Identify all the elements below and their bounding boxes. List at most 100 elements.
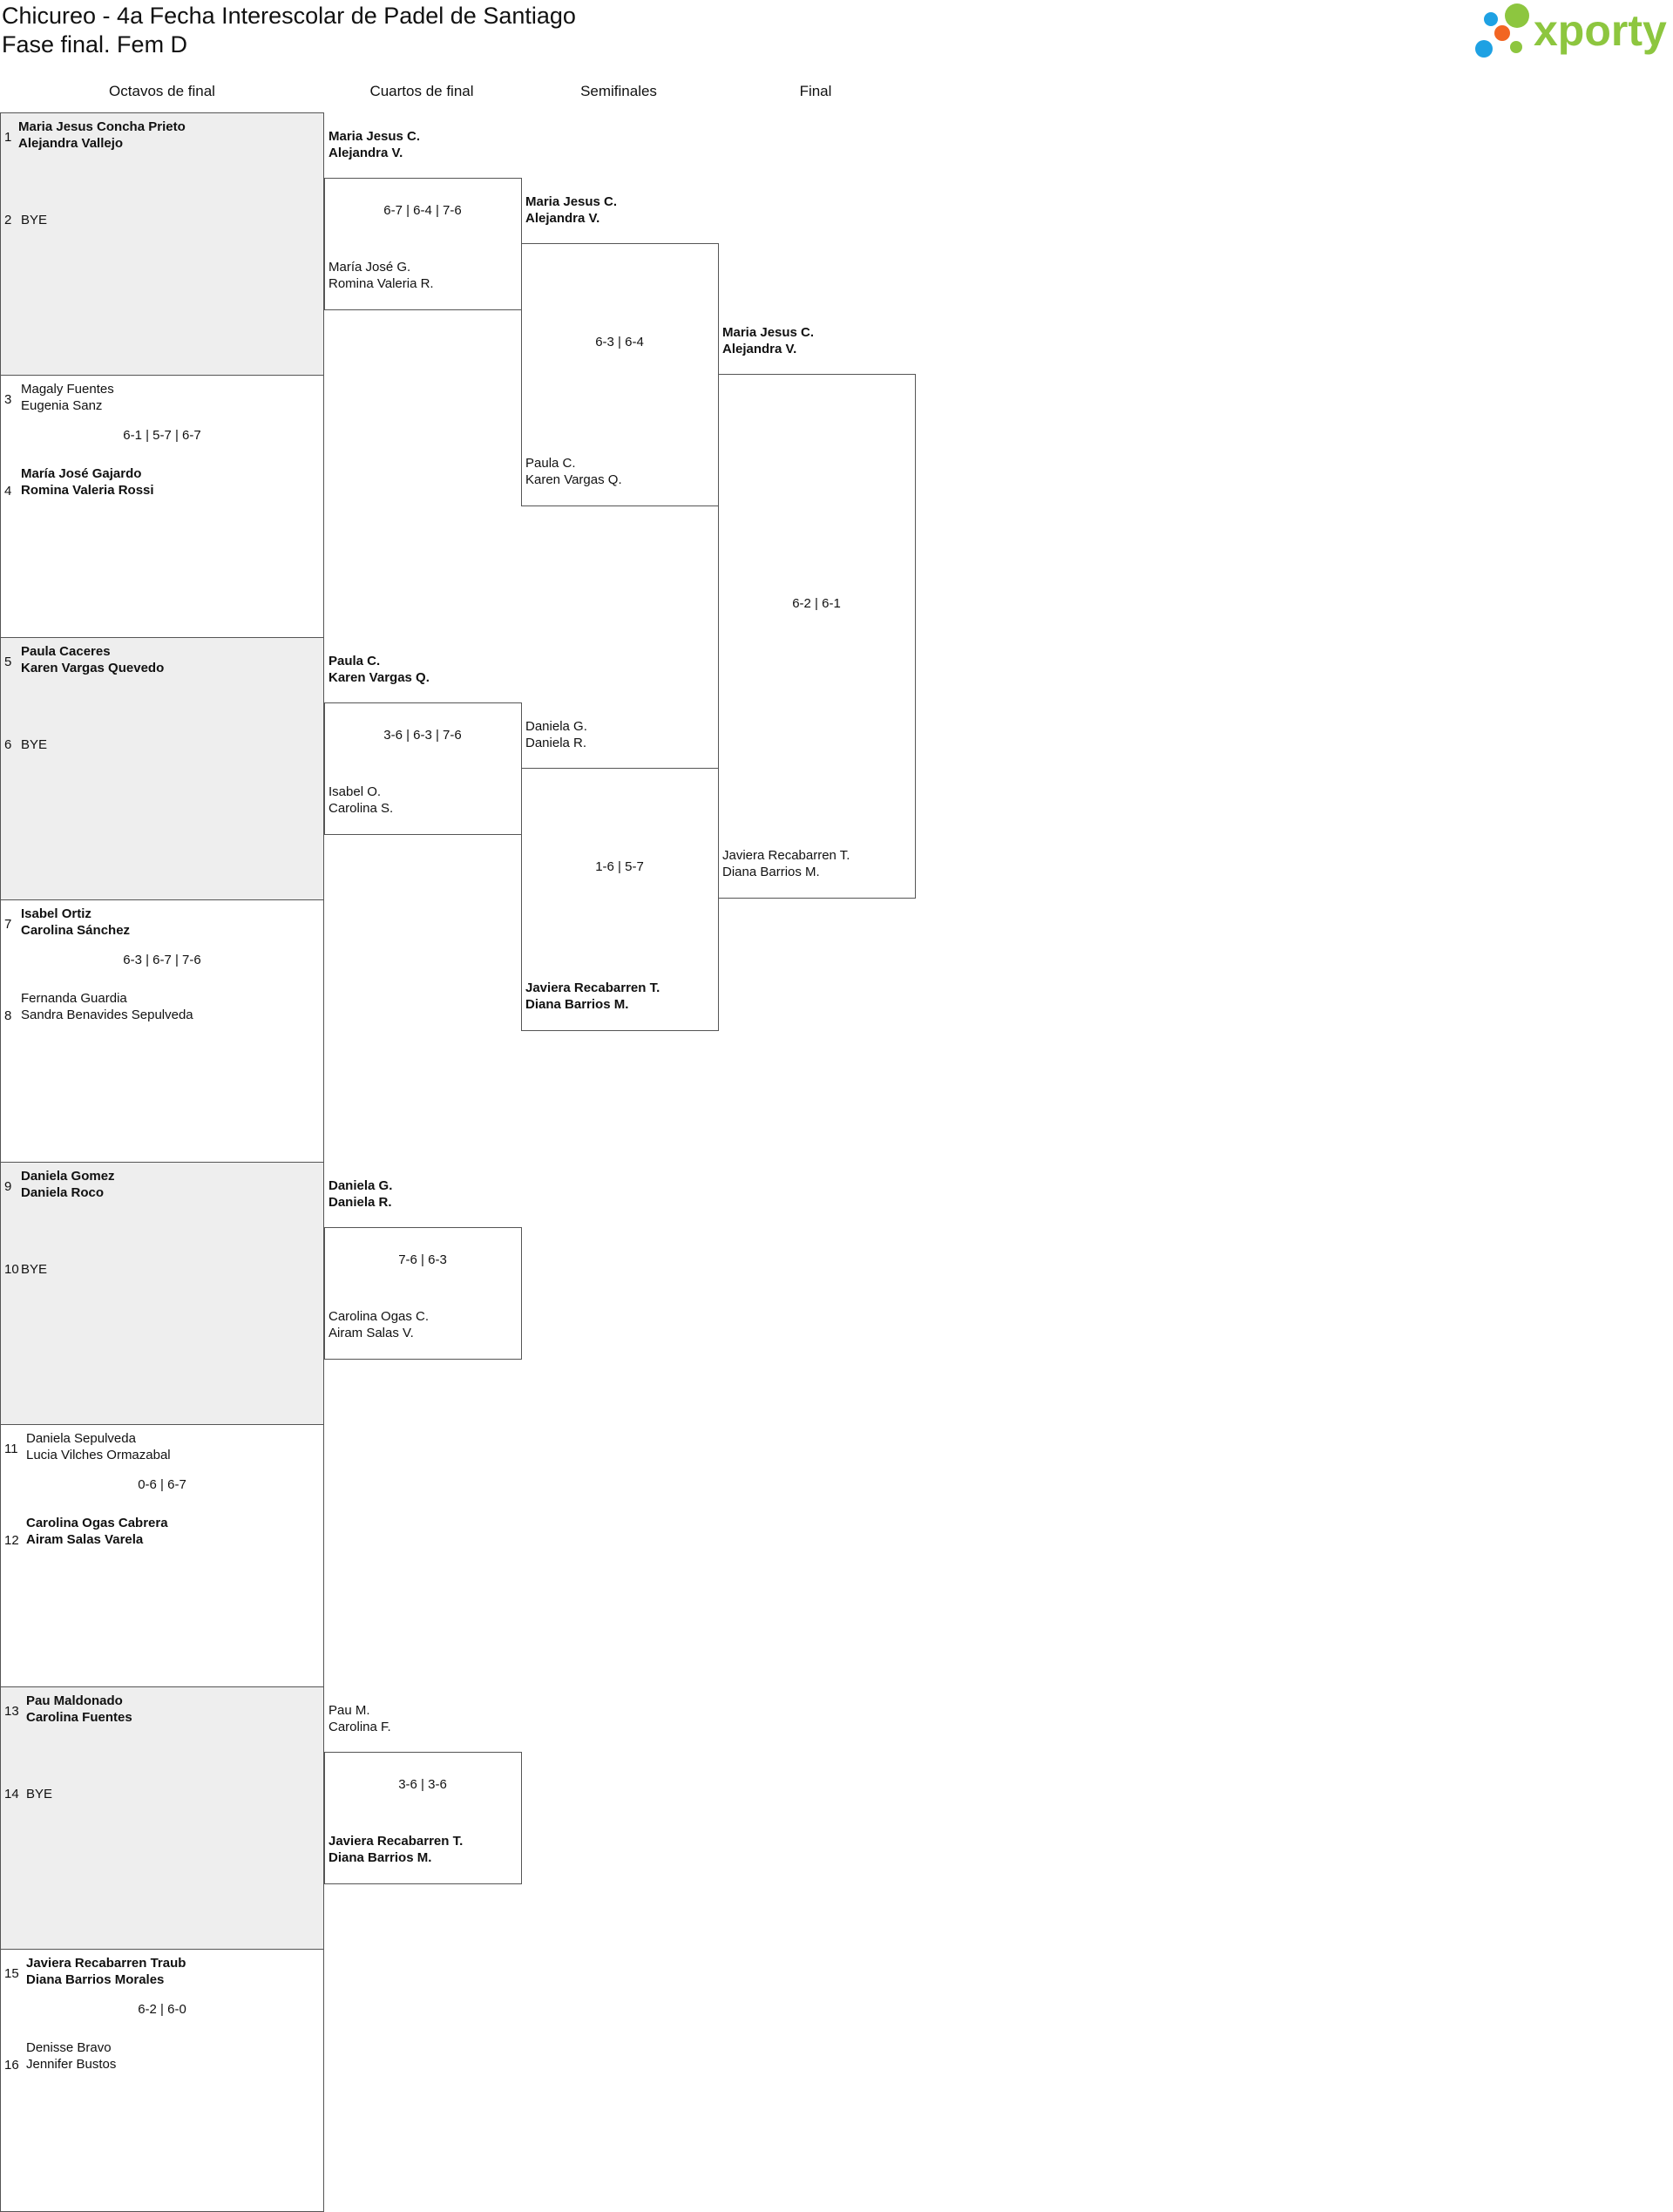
- octavos-team-11-player-1: Daniela Sepulveda: [26, 1431, 136, 1446]
- octavos-team-8-player-1: Fernanda Guardia: [21, 991, 127, 1006]
- semis-score: 6-3 | 6-4: [595, 335, 644, 349]
- cuartos-team-a[interactable]: Paula C. Karen Vargas Q.: [329, 653, 430, 686]
- cuartos-score: 3-6 | 3-6: [398, 1777, 447, 1792]
- seed-number: 6: [4, 737, 12, 752]
- cuartos-score: 3-6 | 6-3 | 7-6: [383, 728, 462, 743]
- xporty-logo[interactable]: xporty: [1473, 0, 1673, 63]
- cuartos-team-b-player-1: Carolina Ogas C.: [329, 1309, 430, 1324]
- seed-number: 11: [4, 1442, 18, 1456]
- logo-dot-blue-small: [1484, 12, 1498, 26]
- semis-team-b-player-2: Diana Barrios M.: [525, 997, 629, 1012]
- cuartos-team-b-player-1: Isabel O.: [329, 784, 382, 799]
- semis-team-a-player-1: Daniela G.: [525, 719, 587, 734]
- cuartos-team-b[interactable]: Isabel O. Carolina S.: [329, 784, 393, 817]
- octavos-match-4: [0, 899, 324, 1163]
- bye-slot[interactable]: BYE: [26, 1786, 52, 1802]
- seed-number: 5: [4, 655, 12, 669]
- octavos-team-15-player-2: Diana Barrios Morales: [26, 1972, 165, 1987]
- cuartos-team-a[interactable]: Maria Jesus C.Alejandra V.: [329, 128, 420, 161]
- round-label-semifinales: Semifinales: [580, 83, 657, 99]
- bye-slot-player-1: BYE: [21, 213, 48, 227]
- cuartos-team-b[interactable]: Javiera Recabarren T.Diana Barrios M.: [329, 1833, 463, 1866]
- bye-slot[interactable]: BYE: [21, 1261, 47, 1278]
- logo-dot-green: [1505, 3, 1529, 28]
- final-team-b[interactable]: Javiera Recabarren T.Diana Barrios M.: [722, 847, 850, 880]
- seed-number: 12: [4, 1533, 19, 1548]
- octavos-score: 0-6 | 6-7: [138, 1477, 186, 1492]
- octavos-match-2: [0, 375, 324, 638]
- cuartos-team-b-player-2: Carolina S.: [329, 801, 394, 816]
- bye-slot-player-1: BYE: [26, 1787, 53, 1801]
- octavos-score: 6-1 | 5-7 | 6-7: [123, 428, 201, 443]
- octavos-team-13-player-1: Pau Maldonado: [26, 1693, 123, 1708]
- octavos-team-8-player-2: Sandra Benavides Sepulveda: [21, 1008, 193, 1022]
- octavos-team-7-player-2: Carolina Sánchez: [21, 923, 131, 938]
- final-match: [718, 374, 916, 899]
- final-team-a[interactable]: Maria Jesus C.Alejandra V.: [722, 324, 814, 357]
- final-team-b-player-1: Javiera Recabarren T.: [722, 848, 850, 863]
- cuartos-team-a-player-2: Daniela R.: [329, 1195, 392, 1210]
- bye-slot-player-1: BYE: [21, 1262, 48, 1277]
- seed-number: 15: [4, 1966, 19, 1981]
- semis-team-b-player-1: Paula C.: [525, 456, 576, 471]
- semis-team-a-player-1: Maria Jesus C.: [525, 194, 618, 209]
- octavos-team-5-player-1: Paula Caceres: [21, 644, 111, 659]
- octavos-match-3: [0, 637, 324, 900]
- semis-team-a[interactable]: Daniela G.Daniela R.: [525, 718, 587, 751]
- octavos-match-1: [0, 112, 324, 376]
- octavos-score: 6-2 | 6-0: [138, 2002, 186, 2017]
- cuartos-team-a-player-1: Paula C.: [329, 654, 381, 668]
- cuartos-score: 6-7 | 6-4 | 7-6: [383, 203, 462, 218]
- cuartos-team-b[interactable]: Carolina Ogas C.Airam Salas V.: [329, 1308, 429, 1341]
- bye-slot[interactable]: BYE: [21, 736, 47, 753]
- semis-team-a[interactable]: Maria Jesus C. Alejandra V.: [525, 193, 617, 227]
- octavos-team-16-player-1: Denisse Bravo: [26, 2040, 112, 2055]
- octavos-team-1-player-2: Alejandra Vallejo: [18, 136, 124, 151]
- logo-dot-green-small: [1510, 41, 1522, 53]
- cuartos-team-a[interactable]: Daniela G. Daniela R.: [329, 1177, 392, 1211]
- semis-team-b[interactable]: Javiera Recabarren T. Diana Barrios M.: [525, 980, 660, 1013]
- octavos-team-3-player-1: Magaly Fuentes: [21, 382, 114, 397]
- round-label-cuartos: Cuartos de final: [369, 83, 474, 99]
- cuartos-team-a-player-2: Alejandra V.: [329, 146, 403, 160]
- logo-dot-orange: [1494, 25, 1510, 41]
- seed-number: 3: [4, 392, 12, 407]
- octavos-team-16-player-2: Jennifer Bustos: [26, 2057, 117, 2072]
- semis-team-b[interactable]: Paula C.Karen Vargas Q.: [525, 455, 622, 488]
- cuartos-team-a[interactable]: Pau M.Carolina F.: [329, 1702, 391, 1735]
- semis-team-a-player-2: Alejandra V.: [525, 211, 600, 226]
- octavos-team-13-player-2: Carolina Fuentes: [26, 1710, 132, 1725]
- cuartos-team-b-player-1: María José G.: [329, 260, 411, 275]
- cuartos-team-a-player-1: Daniela G.: [329, 1178, 393, 1193]
- cuartos-score: 7-6 | 6-3: [398, 1252, 447, 1267]
- bye-slot[interactable]: BYE: [21, 212, 47, 228]
- octavos-match-8: [0, 1949, 324, 2212]
- cuartos-team-b-player-2: Diana Barrios M.: [329, 1850, 432, 1865]
- seed-number: 16: [4, 2058, 19, 2073]
- octavos-team-11-player-2: Lucia Vilches Ormazabal: [26, 1448, 171, 1462]
- octavos-match-6: [0, 1424, 324, 1687]
- logo-text: xporty: [1534, 6, 1667, 55]
- seed-number: 14: [4, 1787, 19, 1801]
- cuartos-team-b[interactable]: María José G.Romina Valeria R.: [329, 259, 434, 292]
- logo-dot-blue: [1475, 40, 1493, 58]
- semis-score: 1-6 | 5-7: [595, 859, 644, 874]
- octavos-team-9-player-2: Daniela Roco: [21, 1185, 105, 1200]
- octavos-team-15-player-1: Javiera Recabarren Traub: [26, 1956, 186, 1971]
- cuartos-team-a-player-2: Karen Vargas Q.: [329, 670, 430, 685]
- semifinal-match-2: [521, 768, 719, 1031]
- semis-team-b-player-1: Javiera Recabarren T.: [525, 980, 660, 995]
- octavos-team-5-player-2: Karen Vargas Quevedo: [21, 661, 165, 675]
